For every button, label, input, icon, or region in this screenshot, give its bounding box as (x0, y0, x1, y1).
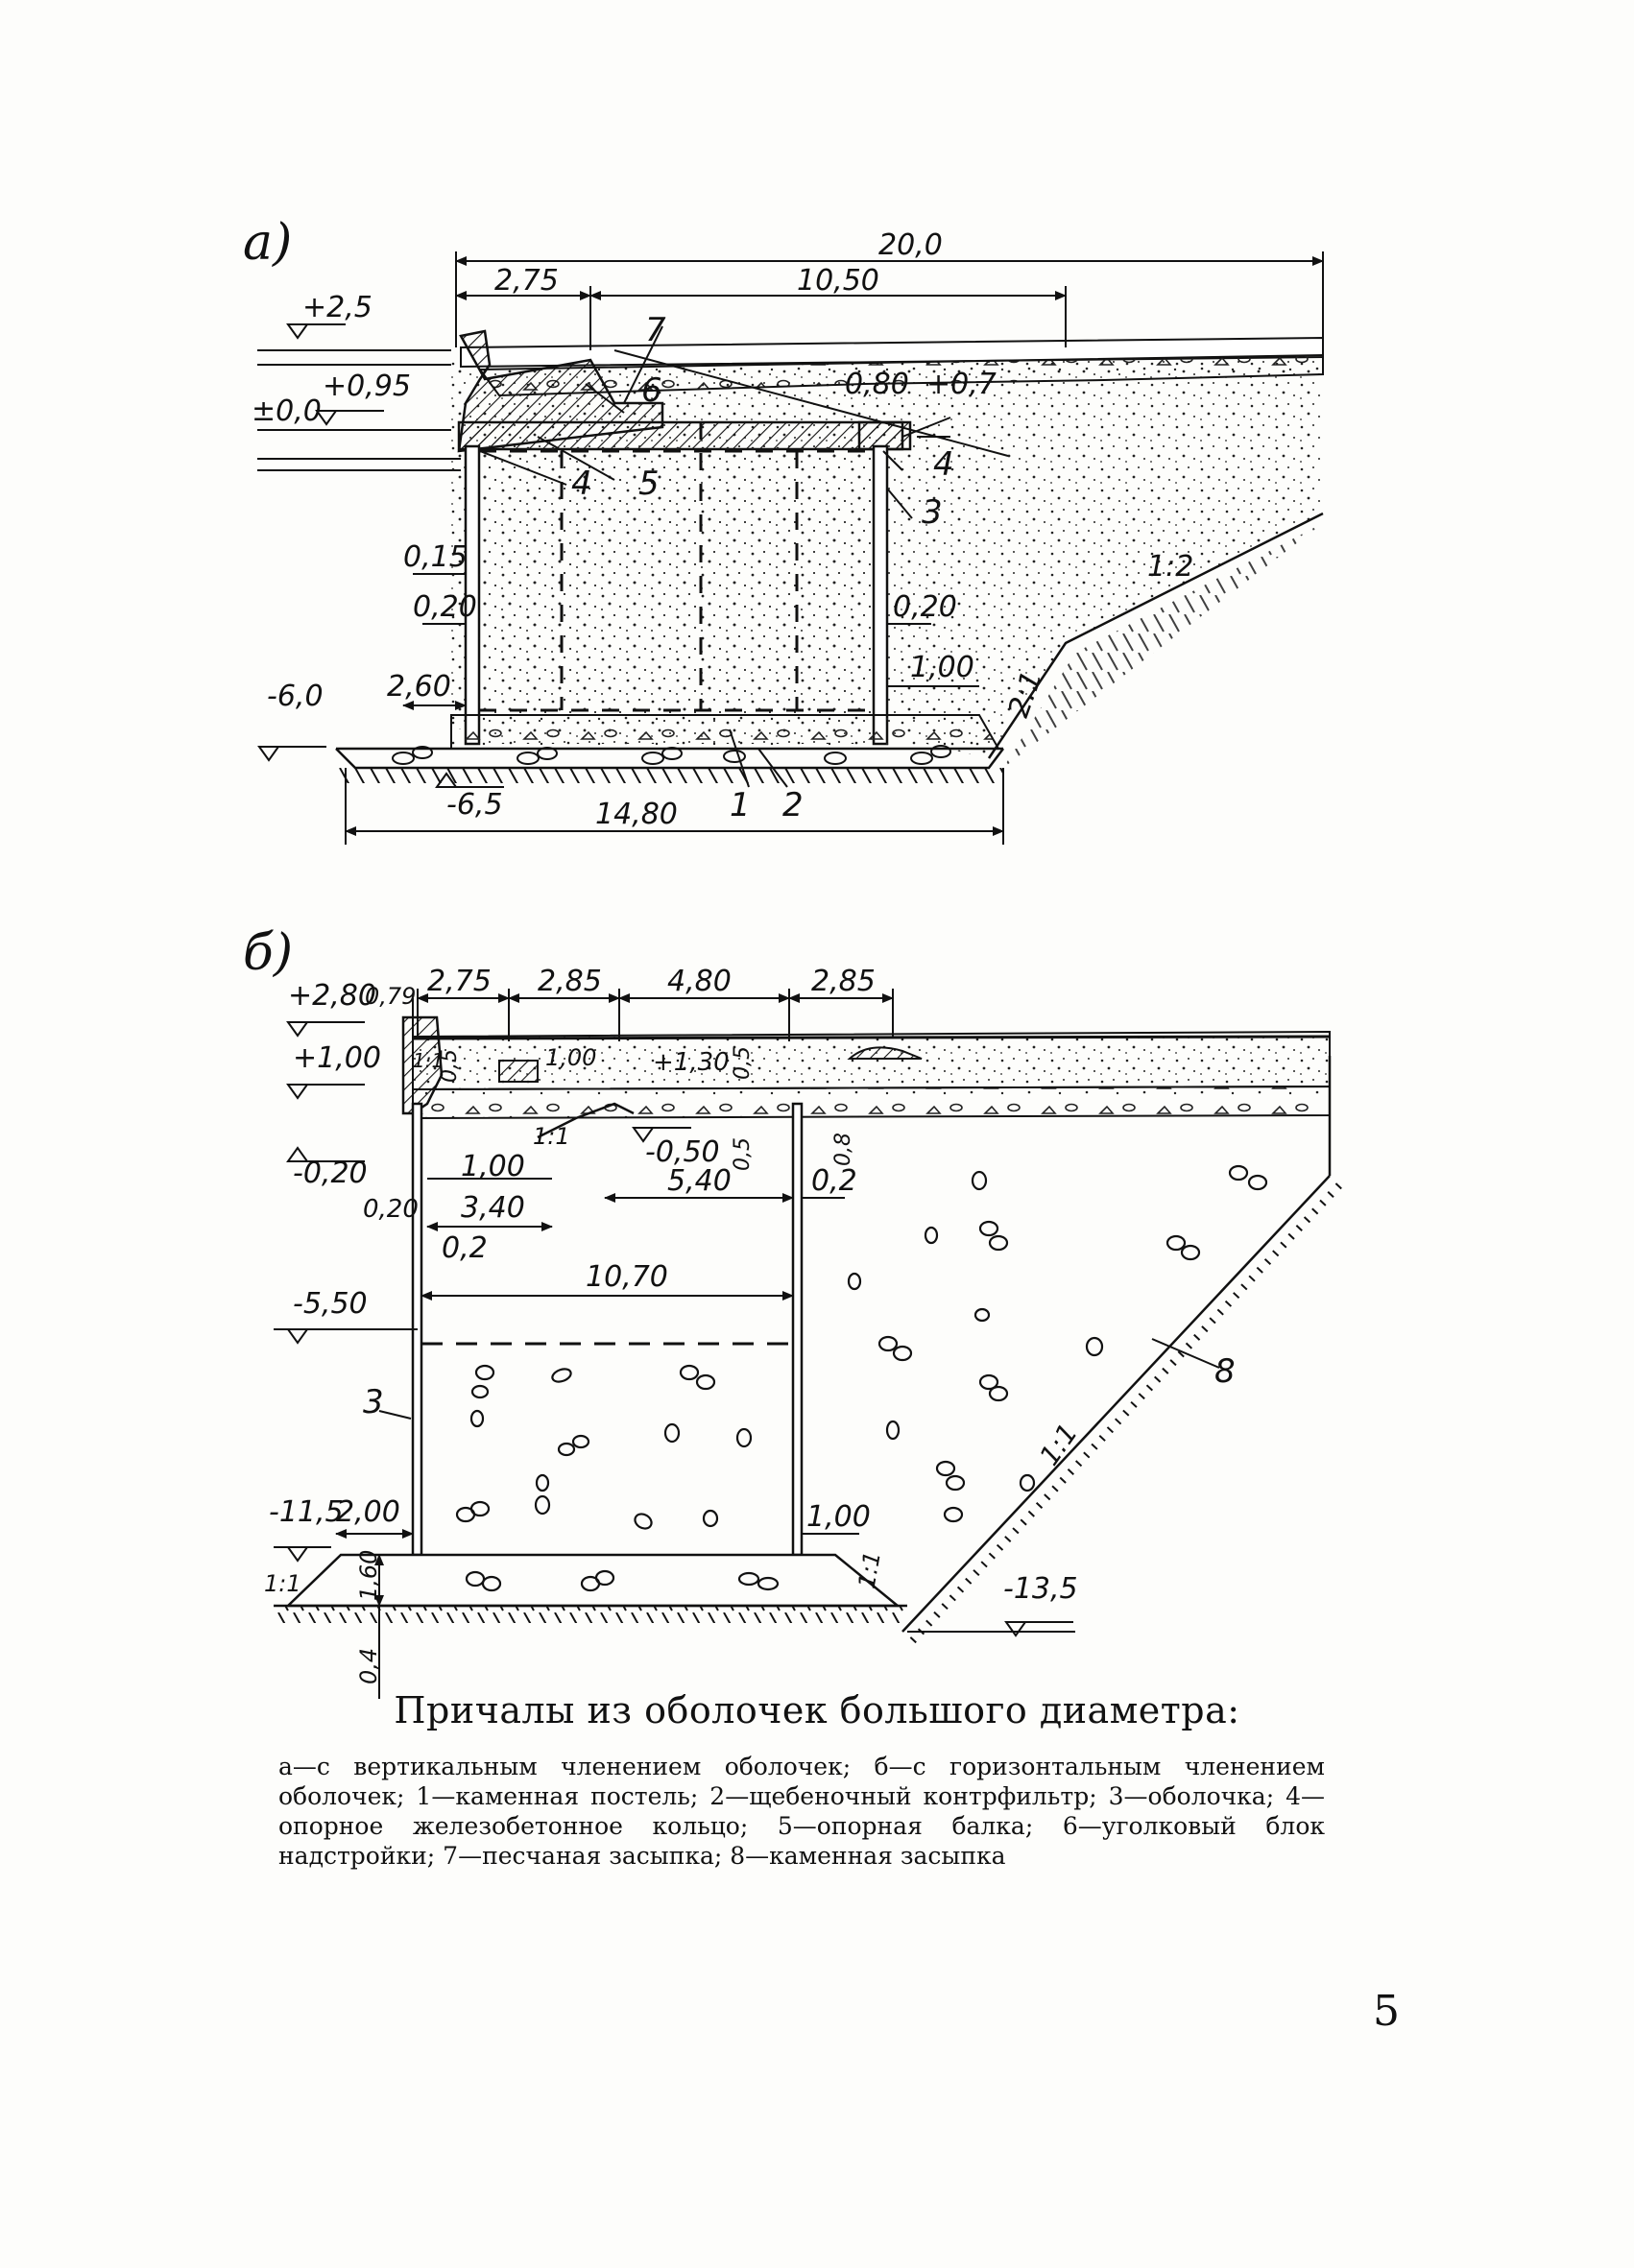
slope-b-1-1-c: 1:1 (264, 1570, 301, 1597)
callout-4-left: 4 (571, 465, 592, 503)
lvl-m6-5: -6,5 (446, 788, 503, 822)
dim-5-40: 5,40 (667, 1164, 732, 1198)
lvl-p2-80: +2,80 (288, 979, 376, 1013)
dim-b-4-80: 4,80 (667, 965, 732, 998)
lvl-m5-50: -5,50 (293, 1287, 368, 1321)
callout-4-right: 4 (933, 445, 954, 484)
dim-0-20-right: 0,20 (893, 590, 957, 624)
lvl-m0-50: -0,50 (645, 1135, 720, 1169)
dim-2-75: 2,75 (494, 264, 559, 298)
lvl-m13-5: -13,5 (1003, 1572, 1078, 1606)
lvl-p1-30: +1,30 (653, 1048, 730, 1077)
lvl-p0-95: +0,95 (323, 370, 411, 403)
lvl-0-0: ±0,0 (252, 394, 322, 428)
lvl-p0-7: +0,7 (926, 368, 997, 401)
support-ring (457, 420, 912, 451)
dim-b-2-85b: 2,85 (811, 965, 876, 998)
gravel-filter (450, 714, 1000, 750)
dim-0-79: 0,79 (365, 983, 416, 1010)
dim-1-60: 1,60 (355, 1550, 382, 1601)
figure-a-label: а) (243, 214, 292, 272)
callout-5: 5 (638, 465, 660, 503)
dim-2-00: 2,00 (336, 1495, 400, 1529)
caption-body: а—с вертикальным членением оболочек; б—с… (278, 1753, 1325, 1870)
callout-6: 6 (641, 371, 662, 410)
dim-0-8: 0,8 (831, 1133, 855, 1166)
lvl-m11-5: -11,5 (269, 1495, 344, 1529)
dim-0-5c: 0,5 (731, 1137, 755, 1171)
shell-wall-right (872, 444, 889, 746)
figure-a: а) (243, 214, 1324, 845)
dim-b-2-75: 2,75 (427, 965, 492, 998)
dim-0-4: 0,4 (355, 1648, 382, 1684)
stones (455, 1164, 1268, 1592)
dim-10-70: 10,70 (586, 1260, 668, 1294)
dim-0-20: 0,20 (363, 1195, 419, 1224)
lvl-m0-20: -0,20 (293, 1157, 368, 1190)
slope-b-1-1-d: 1:1 (853, 1549, 886, 1590)
callout-b-3: 3 (363, 1383, 384, 1421)
dim-0-80: 0,80 (845, 368, 909, 401)
dim-0-5a: 0,5 (438, 1049, 462, 1083)
dim-0-2b: 0,2 (442, 1231, 488, 1265)
page-number: 5 (1373, 1987, 1400, 2036)
dim-0-20-left: 0,20 (413, 590, 477, 624)
lvl-p1-00: +1,00 (293, 1041, 381, 1075)
dim-1-00-top: 1,00 (545, 1044, 596, 1071)
dim-1-00: 1,00 (910, 651, 974, 684)
dim-0-2a: 0,2 (811, 1164, 857, 1198)
water-lines (257, 349, 461, 471)
dim-1-00-bot: 1,00 (806, 1500, 871, 1534)
dim-2-60: 2,60 (387, 670, 451, 704)
callout-2: 2 (782, 786, 804, 824)
figure-b: б) (243, 924, 1342, 1699)
slope-1-2: 1:2 (1147, 550, 1193, 584)
lvl-p2-5: +2,5 (302, 291, 372, 324)
corner-block-b (401, 1015, 444, 1115)
callout-7: 7 (645, 311, 666, 349)
callout-1: 1 (730, 786, 751, 824)
dim-0-5b: 0,5 (731, 1046, 755, 1080)
shell-wall-right-b (791, 1102, 804, 1557)
dim-total-width: 20,0 (878, 228, 943, 262)
dim-0-15: 0,15 (403, 540, 468, 574)
caption-title: Причалы из оболочек большого диаметра: (394, 1689, 1240, 1731)
deck-gravel (412, 1085, 1331, 1120)
dim-10-50: 10,50 (797, 264, 879, 298)
dim-14-80: 14,80 (595, 798, 678, 831)
figure-b-label: б) (243, 924, 293, 982)
lvl-m6-0: -6,0 (267, 680, 324, 713)
callout-b-8: 8 (1214, 1352, 1236, 1391)
stone-bed (392, 745, 951, 765)
callout-3: 3 (922, 493, 943, 532)
slope-b-1-1-a: 1:1 (533, 1123, 570, 1150)
dim-b-2-85a: 2,85 (538, 965, 602, 998)
dim-1-00-mid: 1,00 (461, 1150, 525, 1183)
dim-3-40: 3,40 (461, 1191, 525, 1225)
slope-b-1-1-b: 1:1 (413, 1049, 444, 1072)
